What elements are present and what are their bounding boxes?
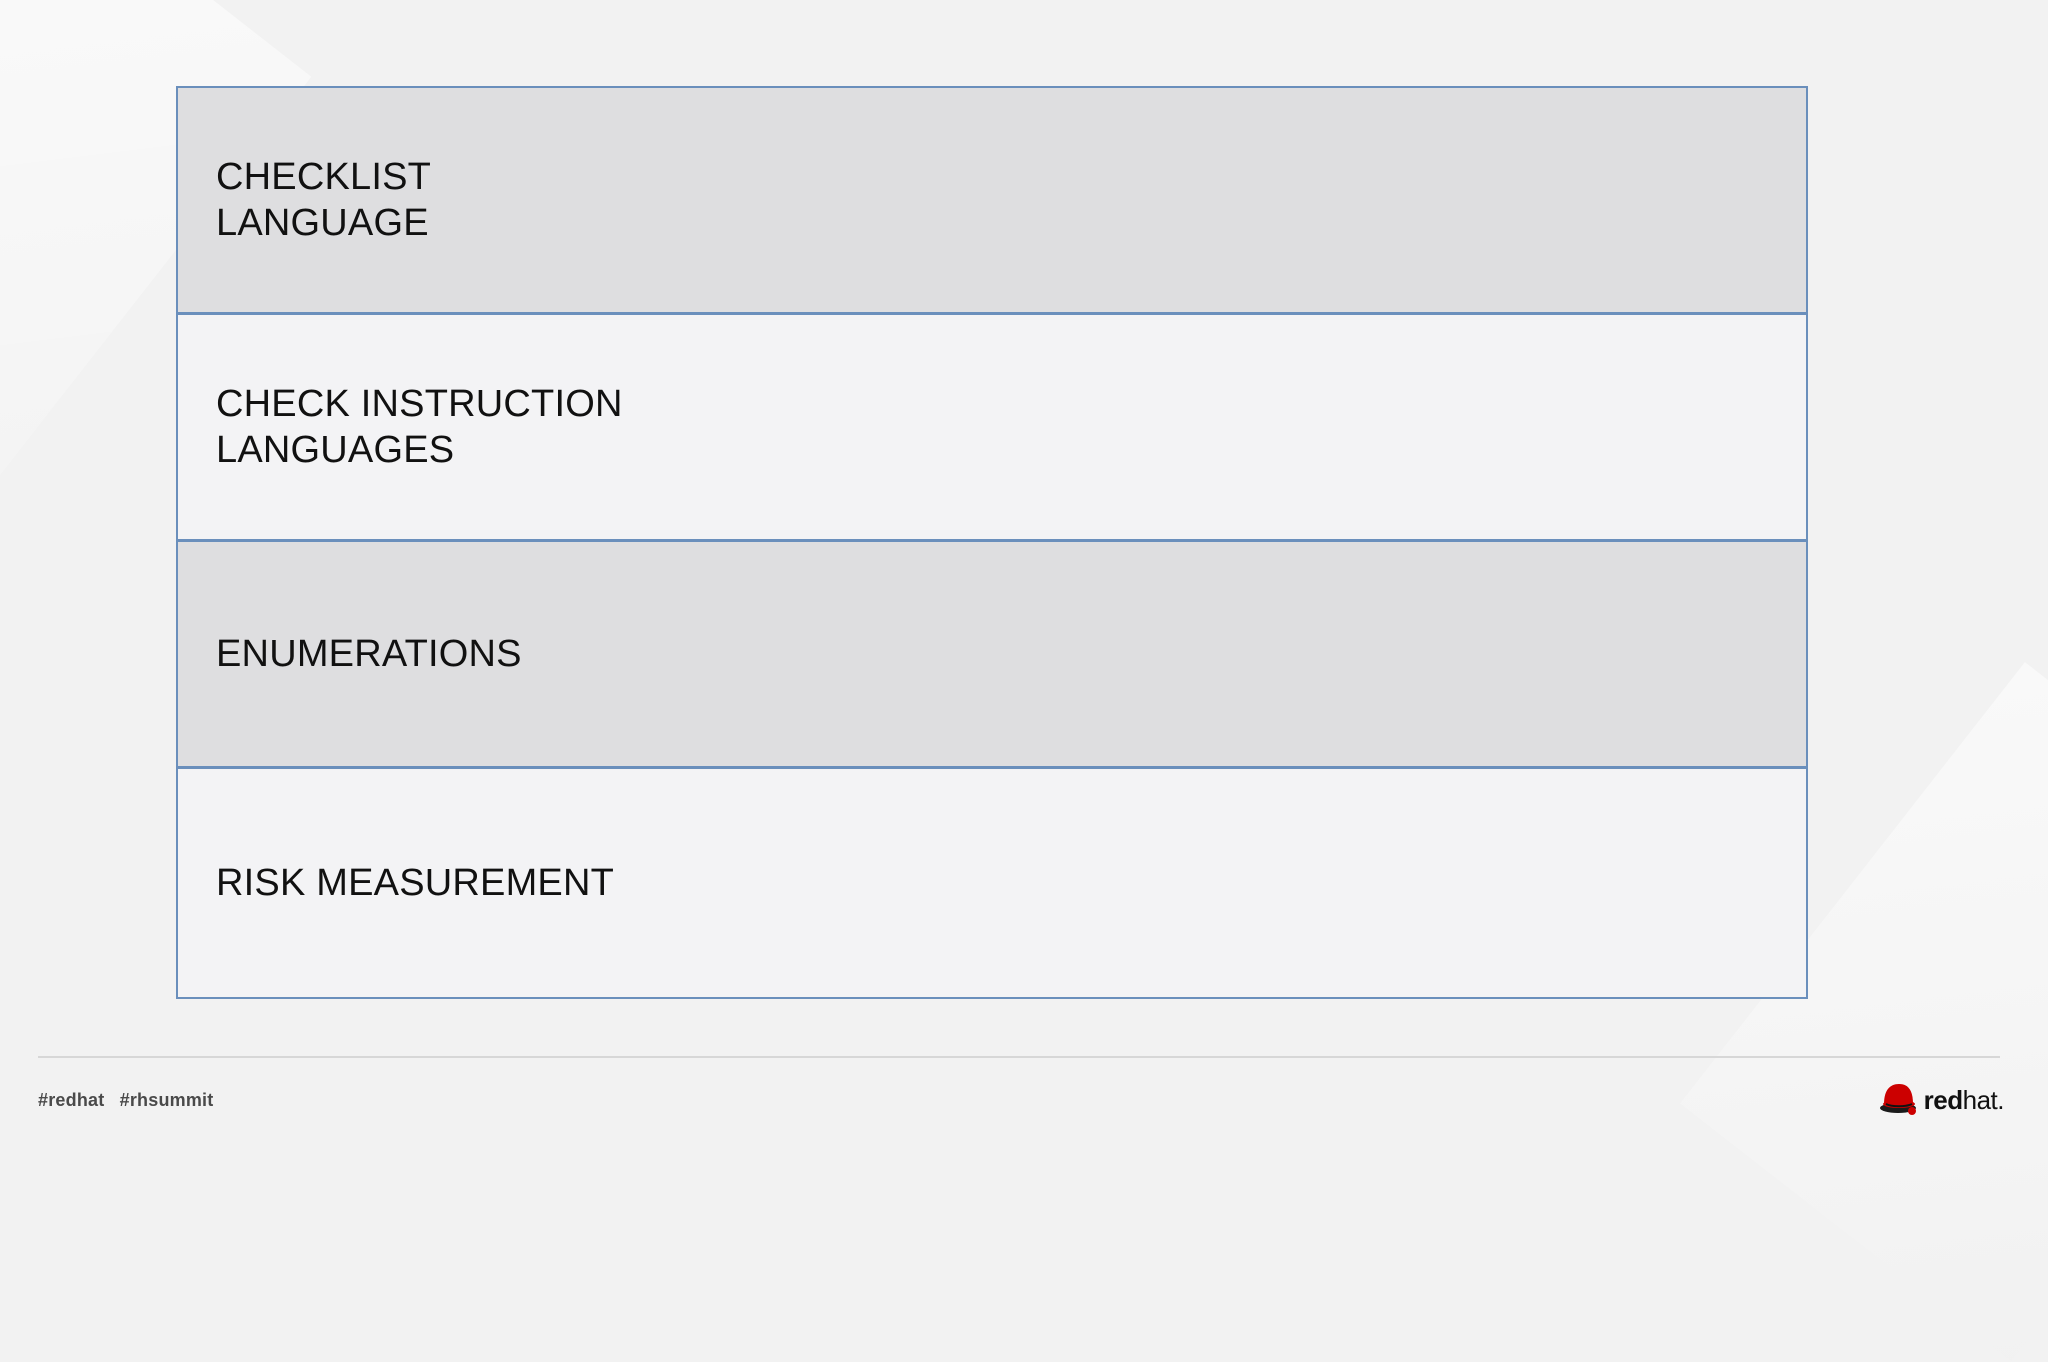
footer-divider xyxy=(38,1056,2000,1058)
redhat-logo: redhat. xyxy=(1878,1080,2005,1121)
row-label: CHECKLIST LANGUAGE xyxy=(216,156,432,244)
redhat-shadowman-icon xyxy=(1878,1080,1920,1121)
stack-row-check-instruction-languages: CHECK INSTRUCTION LANGUAGES xyxy=(178,315,1806,542)
hashtag-rhsummit: #rhsummit xyxy=(119,1090,214,1110)
stack-row-enumerations: ENUMERATIONS xyxy=(178,542,1806,769)
redhat-wordmark: redhat. xyxy=(1923,1085,2005,1115)
footer-hashtags: #redhat #rhsummit xyxy=(38,1090,213,1111)
hashtag-redhat: #redhat xyxy=(38,1090,105,1110)
layered-stack: CHECKLIST LANGUAGE CHECK INSTRUCTION LAN… xyxy=(176,86,1808,999)
row-label: ENUMERATIONS xyxy=(216,633,522,675)
row-label: RISK MEASUREMENT xyxy=(216,862,615,904)
row-label: CHECK INSTRUCTION LANGUAGES xyxy=(216,383,623,471)
stack-row-risk-measurement: RISK MEASUREMENT xyxy=(178,769,1806,997)
stack-row-checklist-language: CHECKLIST LANGUAGE xyxy=(178,88,1806,315)
